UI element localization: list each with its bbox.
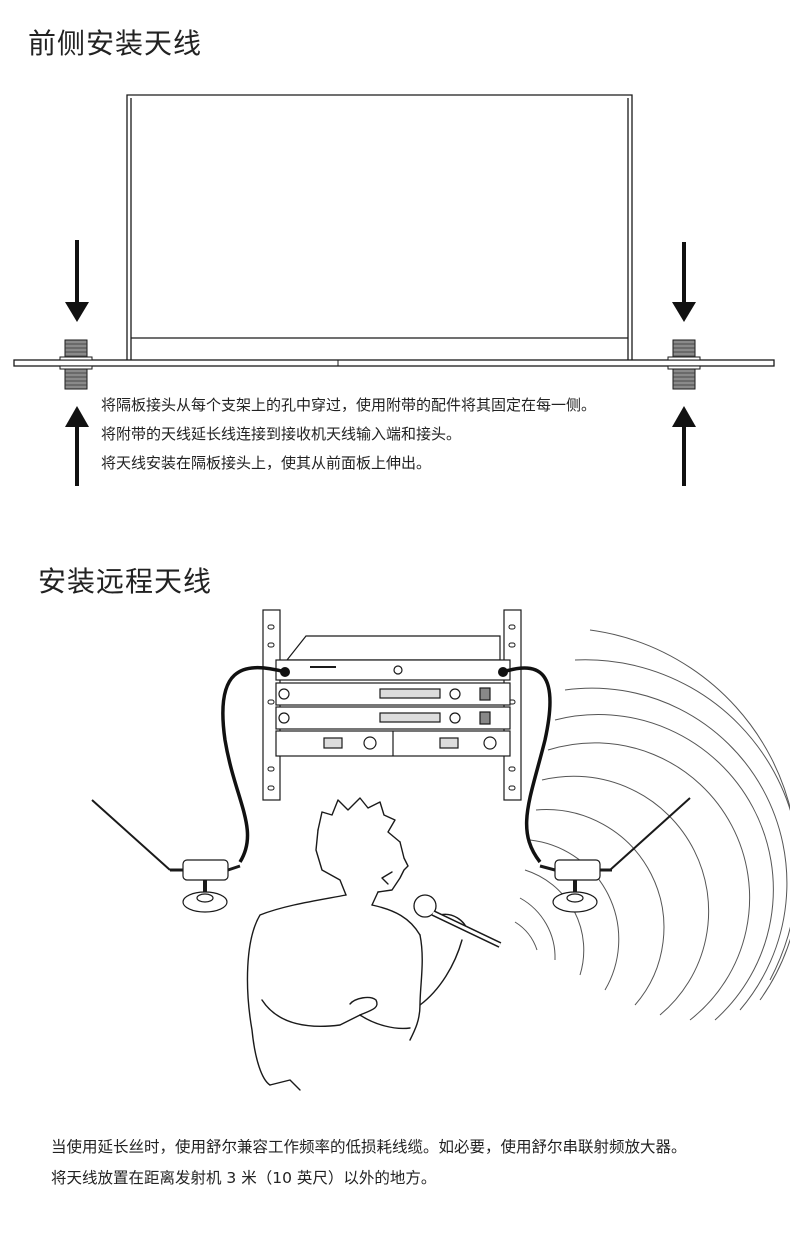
equipment-rack (262, 609, 522, 801)
section-title-front-mount: 前侧安装天线 (28, 27, 203, 60)
radio-waves (514, 629, 790, 1021)
instruction-step: 将天线安装在隔板接头上，使其从前面板上伸出。 (101, 454, 432, 472)
arrow-down-icon (672, 242, 696, 322)
remote-mount-illustration (91, 609, 790, 1091)
bulkhead-connector-right (667, 339, 701, 390)
rack-bracket (13, 359, 775, 367)
arrow-down-icon (65, 240, 89, 322)
instruction-step: 将附带的天线延长线连接到接收机天线输入端和接头。 (101, 425, 462, 443)
antenna-cables (221, 665, 552, 864)
instruction-step: 将隔板接头从每个支架上的孔中穿过，使用附带的配件将其固定在每一侧。 (101, 396, 597, 414)
remote-antenna-right (539, 797, 691, 913)
antenna-input-connector (498, 667, 508, 677)
remote-antenna-left (91, 799, 241, 913)
rack-chassis (126, 94, 633, 367)
remote-mount-notes: 当使用延长丝时，使用舒尔兼容工作频率的低损耗线缆。如必要，使用舒尔串联射频放大器… (51, 1132, 687, 1194)
front-mount-illustration (13, 94, 775, 486)
bulkhead-connector-left (59, 339, 93, 390)
front-mount-instructions: 将隔板接头从每个支架上的孔中穿过，使用附带的配件将其固定在每一侧。 将附带的天线… (101, 391, 596, 478)
arrow-up-icon (65, 406, 89, 486)
antenna-input-connector (280, 667, 290, 677)
section-title-remote-mount: 安装远程天线 (38, 565, 213, 598)
instruction-note: 当使用延长丝时，使用舒尔兼容工作频率的低损耗线缆。如必要，使用舒尔串联射频放大器… (51, 1138, 687, 1156)
singer-illustration (246, 797, 469, 1091)
instruction-note: 将天线放置在距离发射机 3 米（10 英尺）以外的地方。 (51, 1169, 437, 1187)
microphone (413, 894, 502, 948)
arrow-up-icon (672, 406, 696, 486)
